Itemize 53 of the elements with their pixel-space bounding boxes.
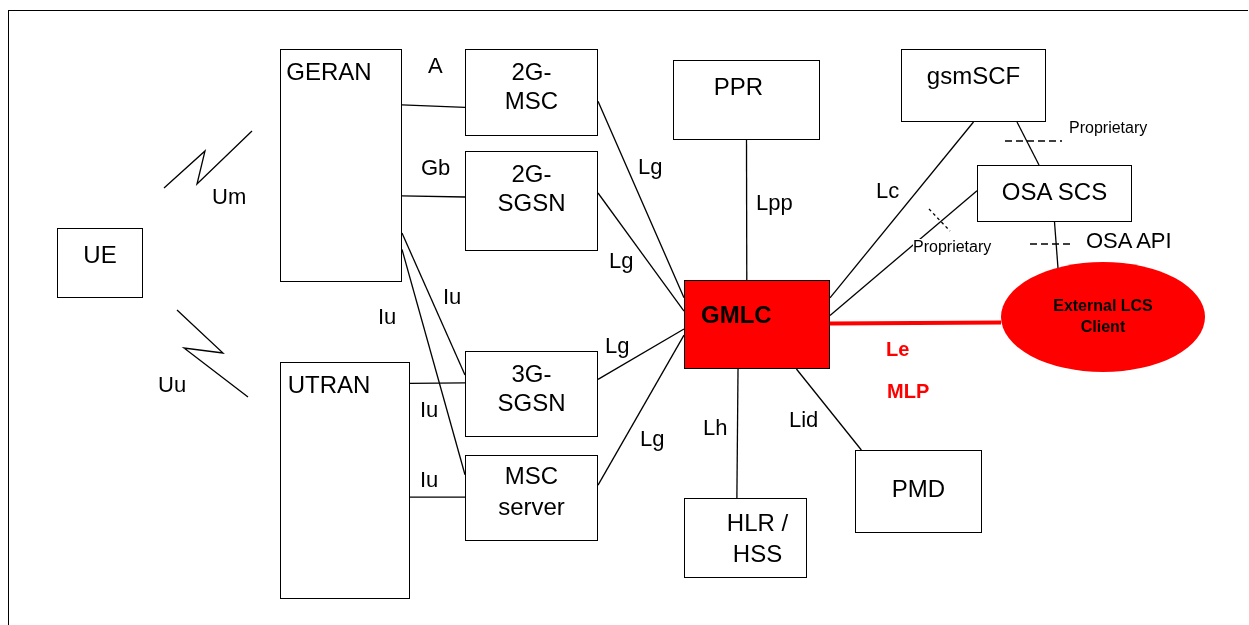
interface-line [409,382,466,384]
network-element-box [465,455,598,541]
node-label: GERAN [286,57,372,87]
interface-line-thick [830,320,1001,326]
interface-label: Lg [609,250,634,272]
network-element-box [901,49,1046,122]
node-label: 2G- MSC [503,58,560,116]
node-label: OSA SCS [1001,177,1108,207]
node-label: gsmSCF [926,61,1021,91]
network-element-box [280,362,410,599]
network-element-box [977,165,1132,222]
interface-label: Le [886,339,910,359]
interface-line [401,248,466,476]
node-label: 3G- SGSN [496,360,567,418]
interface-line [401,195,466,198]
interface-label: MLP [887,381,930,401]
node-label: UTRAN [287,370,371,400]
node-label: PMD [891,474,946,504]
network-element-box [465,49,598,136]
interface-label: Lg [605,335,630,357]
gmlc-box [684,280,830,369]
network-element-box [280,49,402,282]
interface-line [1016,121,1040,166]
interface-line [829,121,975,299]
node-label: UE [83,240,117,270]
node-label: GMLC [701,300,772,330]
node-label: MSC server [497,461,566,523]
network-element-box [855,450,982,533]
interface-line [829,190,978,317]
interface-label: Lg [638,156,663,178]
interface-label: Proprietary [1069,120,1148,136]
network-element-box [465,151,598,251]
interface-line [409,496,466,498]
interface-line [597,334,685,486]
network-element-box [684,498,807,578]
interface-line [401,104,466,108]
interface-line [736,368,739,499]
interface-line [745,139,748,281]
network-element-box [465,351,598,437]
interface-line [597,100,685,299]
interface-line [795,368,862,451]
interface-line [597,192,685,312]
interface-label: Lpp [756,192,793,214]
node-label: HLR / HSS [725,508,790,570]
node-label: 2G- SGSN [496,160,567,218]
network-element-box [673,60,820,140]
node-label: PPR [713,72,764,102]
interface-label: Lg [640,428,665,450]
interface-label: Proprietary [913,239,992,255]
network-element-box [57,228,143,298]
interface-line [597,328,685,381]
interface-line [401,232,466,376]
node-label: External LCS Client [1052,296,1154,337]
